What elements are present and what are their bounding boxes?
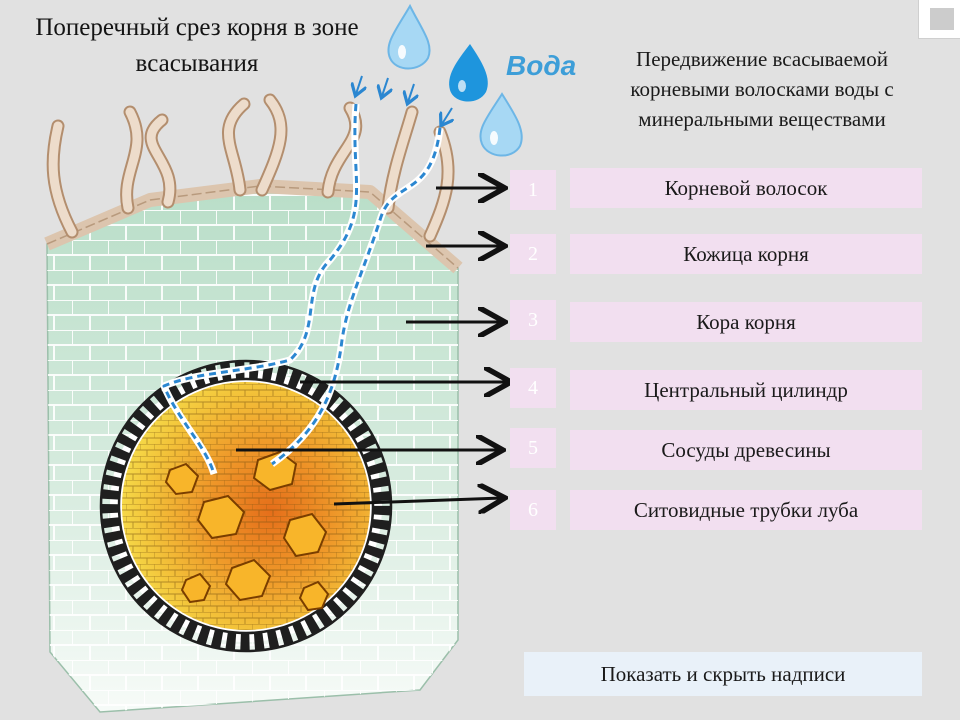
- water-movement-path: [160, 103, 444, 476]
- water-entry-arrows: [356, 75, 452, 124]
- water-drop-icon: [479, 92, 523, 157]
- label-root-hair: Корневой волосок: [570, 168, 922, 208]
- corner-square-inner: [930, 8, 954, 30]
- water-drop-icon: [387, 3, 431, 70]
- water-drop-icon: [449, 44, 488, 102]
- label-number-4: 4: [510, 368, 556, 408]
- toggle-labels-button[interactable]: Показать и скрыть надписи: [524, 652, 922, 696]
- label-number-6: 6: [510, 490, 556, 530]
- diagram-description: Передвижение всасываемой корневыми волос…: [630, 47, 894, 131]
- label-central-cylinder: Центральный цилиндр: [570, 370, 922, 410]
- label-root-cortex: Кора корня: [570, 302, 922, 342]
- label-root-epidermis: Кожица корня: [570, 234, 922, 274]
- label-number-5: 5: [510, 428, 556, 468]
- central-cylinder: [122, 382, 370, 630]
- pointer-arrows: [236, 188, 508, 504]
- diagram-title: Поперечный срез корня в зоне всасывания: [35, 14, 359, 77]
- water-label: Вода: [506, 50, 577, 81]
- label-phloem-sieve-tubes: Ситовидные трубки луба: [570, 490, 922, 530]
- xylem-vessels: [164, 450, 330, 612]
- label-number-1: 1: [510, 170, 556, 210]
- label-number-3: 3: [510, 300, 556, 340]
- label-number-2: 2: [510, 234, 556, 274]
- arrow-right-icon: [333, 498, 502, 504]
- label-xylem-vessels: Сосуды древесины: [570, 430, 922, 470]
